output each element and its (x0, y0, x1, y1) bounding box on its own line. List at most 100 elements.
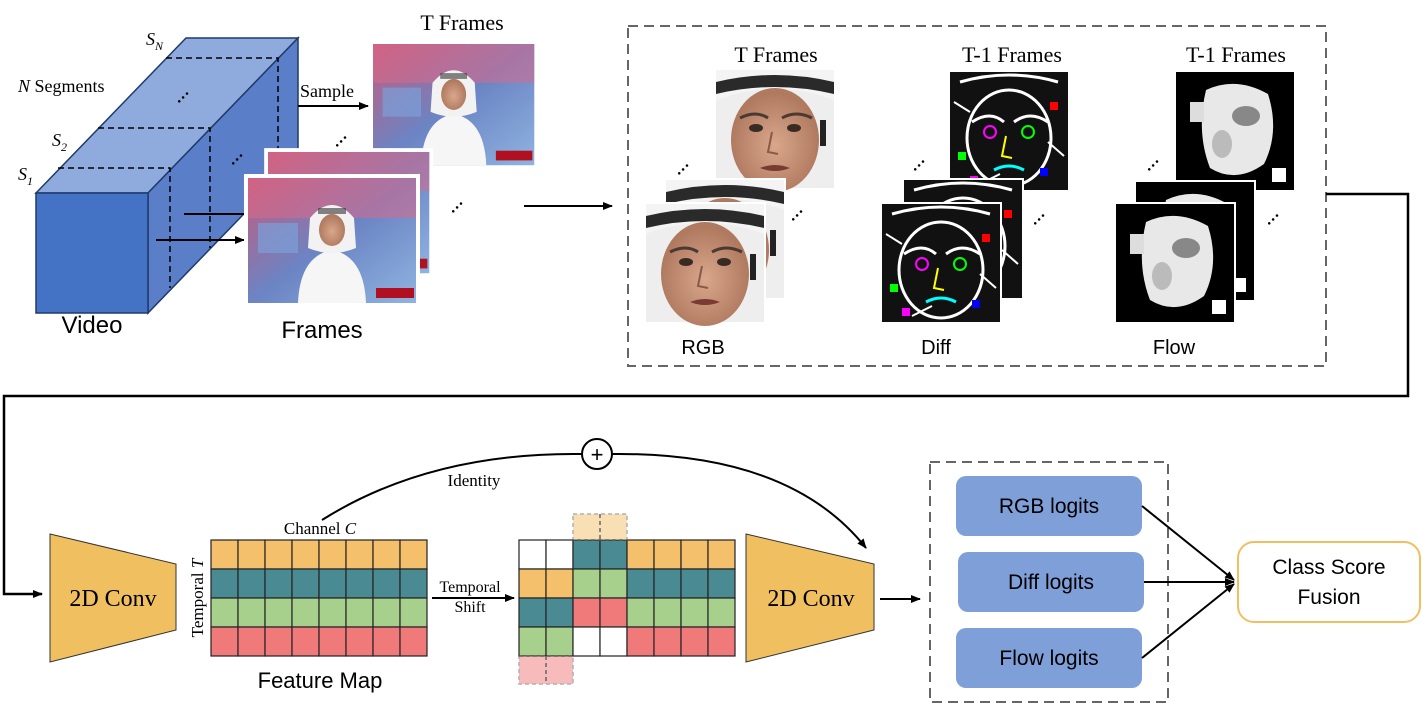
identity-curve-left (321, 452, 583, 521)
segment-line-s2 (98, 127, 211, 248)
diff-logits-label: Diff logits (1008, 571, 1094, 594)
shifted-feature-cell (518, 626, 547, 657)
segment-line-s1 (58, 167, 171, 288)
frames-label: Frames (281, 317, 362, 344)
channel-label: Channel C (284, 519, 357, 538)
n-segments-label: N Segments (17, 76, 105, 96)
shifted-feature-cell (707, 568, 736, 599)
rgb-frame-back (714, 68, 836, 194)
feature-cell (345, 626, 374, 657)
frames-dots-right: ... (438, 188, 467, 217)
feature-cell (291, 597, 320, 628)
temporal-shift-label-1: Temporal (439, 579, 501, 596)
shifted-feature-cell (653, 626, 682, 657)
video-label: Video (62, 312, 123, 339)
shifted-feature-cell (599, 539, 628, 570)
feature-cell (372, 626, 401, 657)
feature-cell (237, 597, 266, 628)
identity-label: Identity (448, 471, 501, 490)
shifted-feature-cell (653, 539, 682, 570)
feature-cell (264, 597, 293, 628)
sample-label: Sample (300, 81, 354, 101)
feature-map-grid (210, 539, 428, 657)
feature-cell (318, 597, 347, 628)
shifted-feature-cell (545, 539, 574, 570)
shifted-feature-cell (626, 568, 655, 599)
frames-title: T Frames (420, 10, 503, 35)
diff-title: T-1 Frames (962, 42, 1062, 67)
shifted-feature-cell (626, 626, 655, 657)
flow-title: T-1 Frames (1186, 42, 1286, 67)
flow-logits-box (956, 628, 1142, 688)
temporal-label: Temporal T (188, 557, 207, 637)
shifted-feature-cell (626, 539, 655, 570)
conv-block-2 (745, 533, 875, 663)
rgb-frame-front (644, 202, 766, 328)
shifted-feature-cell (680, 597, 709, 628)
feature-cell (237, 539, 266, 570)
feature-cell (318, 626, 347, 657)
feature-cell (210, 568, 239, 599)
shifted-feature-cell (599, 597, 628, 628)
shifted-feature-cell (653, 597, 682, 628)
shifted-feature-cell (653, 568, 682, 599)
feature-cell (399, 597, 428, 628)
feature-cell (237, 568, 266, 599)
s-n-label: SN (146, 29, 164, 53)
cube-front-face (35, 192, 149, 314)
shifted-feature-cell (680, 626, 709, 657)
feature-cell (210, 626, 239, 657)
flow-logits-label: Flow logits (999, 647, 1098, 670)
shifted-feature-cell (707, 626, 736, 657)
frame-top (371, 42, 537, 168)
shifted-feature-cell (707, 539, 736, 570)
shifted-feature-cell (518, 539, 547, 570)
shifted-feature-cell (518, 597, 547, 628)
rgb-title: T Frames (734, 42, 817, 67)
feature-cell (372, 568, 401, 599)
shifted-feature-cell (599, 568, 628, 599)
feature-cell (372, 539, 401, 570)
feature-cell (345, 597, 374, 628)
modality-box (627, 25, 1327, 367)
shifted-feature-map-grid (518, 539, 736, 657)
conv-block-1 (49, 533, 177, 663)
video-cube: ... ... (34, 36, 300, 315)
feature-cell (291, 626, 320, 657)
feature-cell (237, 626, 266, 657)
shifted-feature-cell (572, 568, 601, 599)
diff-logits-box (958, 552, 1144, 612)
rgb-logits-box (956, 476, 1142, 536)
shifted-feature-cell (545, 597, 574, 628)
identity-plus-circle (581, 438, 613, 470)
frame-front (244, 174, 420, 307)
identity-plus-symbol: + (591, 442, 604, 467)
feature-cell (291, 568, 320, 599)
shifted-feature-cell (572, 539, 601, 570)
shifted-feature-cell (680, 568, 709, 599)
conv-block-1-label: 2D Conv (69, 586, 156, 612)
feature-cell (372, 597, 401, 628)
shifted-feature-cell (572, 597, 601, 628)
shifted-feature-cell (572, 626, 601, 657)
pipeline-connector (2, 192, 1410, 598)
diff-dots-right: ... (1020, 200, 1049, 229)
segment-line-sn (166, 57, 279, 178)
shifted-feature-cell (518, 568, 547, 599)
feature-cell (291, 539, 320, 570)
feature-cell (399, 626, 428, 657)
shifted-feature-cell (545, 568, 574, 599)
conv-block-2-label: 2D Conv (767, 586, 854, 612)
diff-frame-back (948, 70, 1070, 192)
feature-cell (399, 539, 428, 570)
identity-curve-right (611, 452, 867, 549)
feature-cell (318, 539, 347, 570)
feature-cell (318, 568, 347, 599)
flow-dots-top: ... (1134, 146, 1163, 175)
fusion-label-line2: Fusion (1297, 586, 1360, 609)
feature-cell (264, 539, 293, 570)
shifted-feature-cell (599, 626, 628, 657)
diff-dots-top: ... (900, 146, 929, 175)
feature-map-label: Feature Map (258, 668, 383, 693)
